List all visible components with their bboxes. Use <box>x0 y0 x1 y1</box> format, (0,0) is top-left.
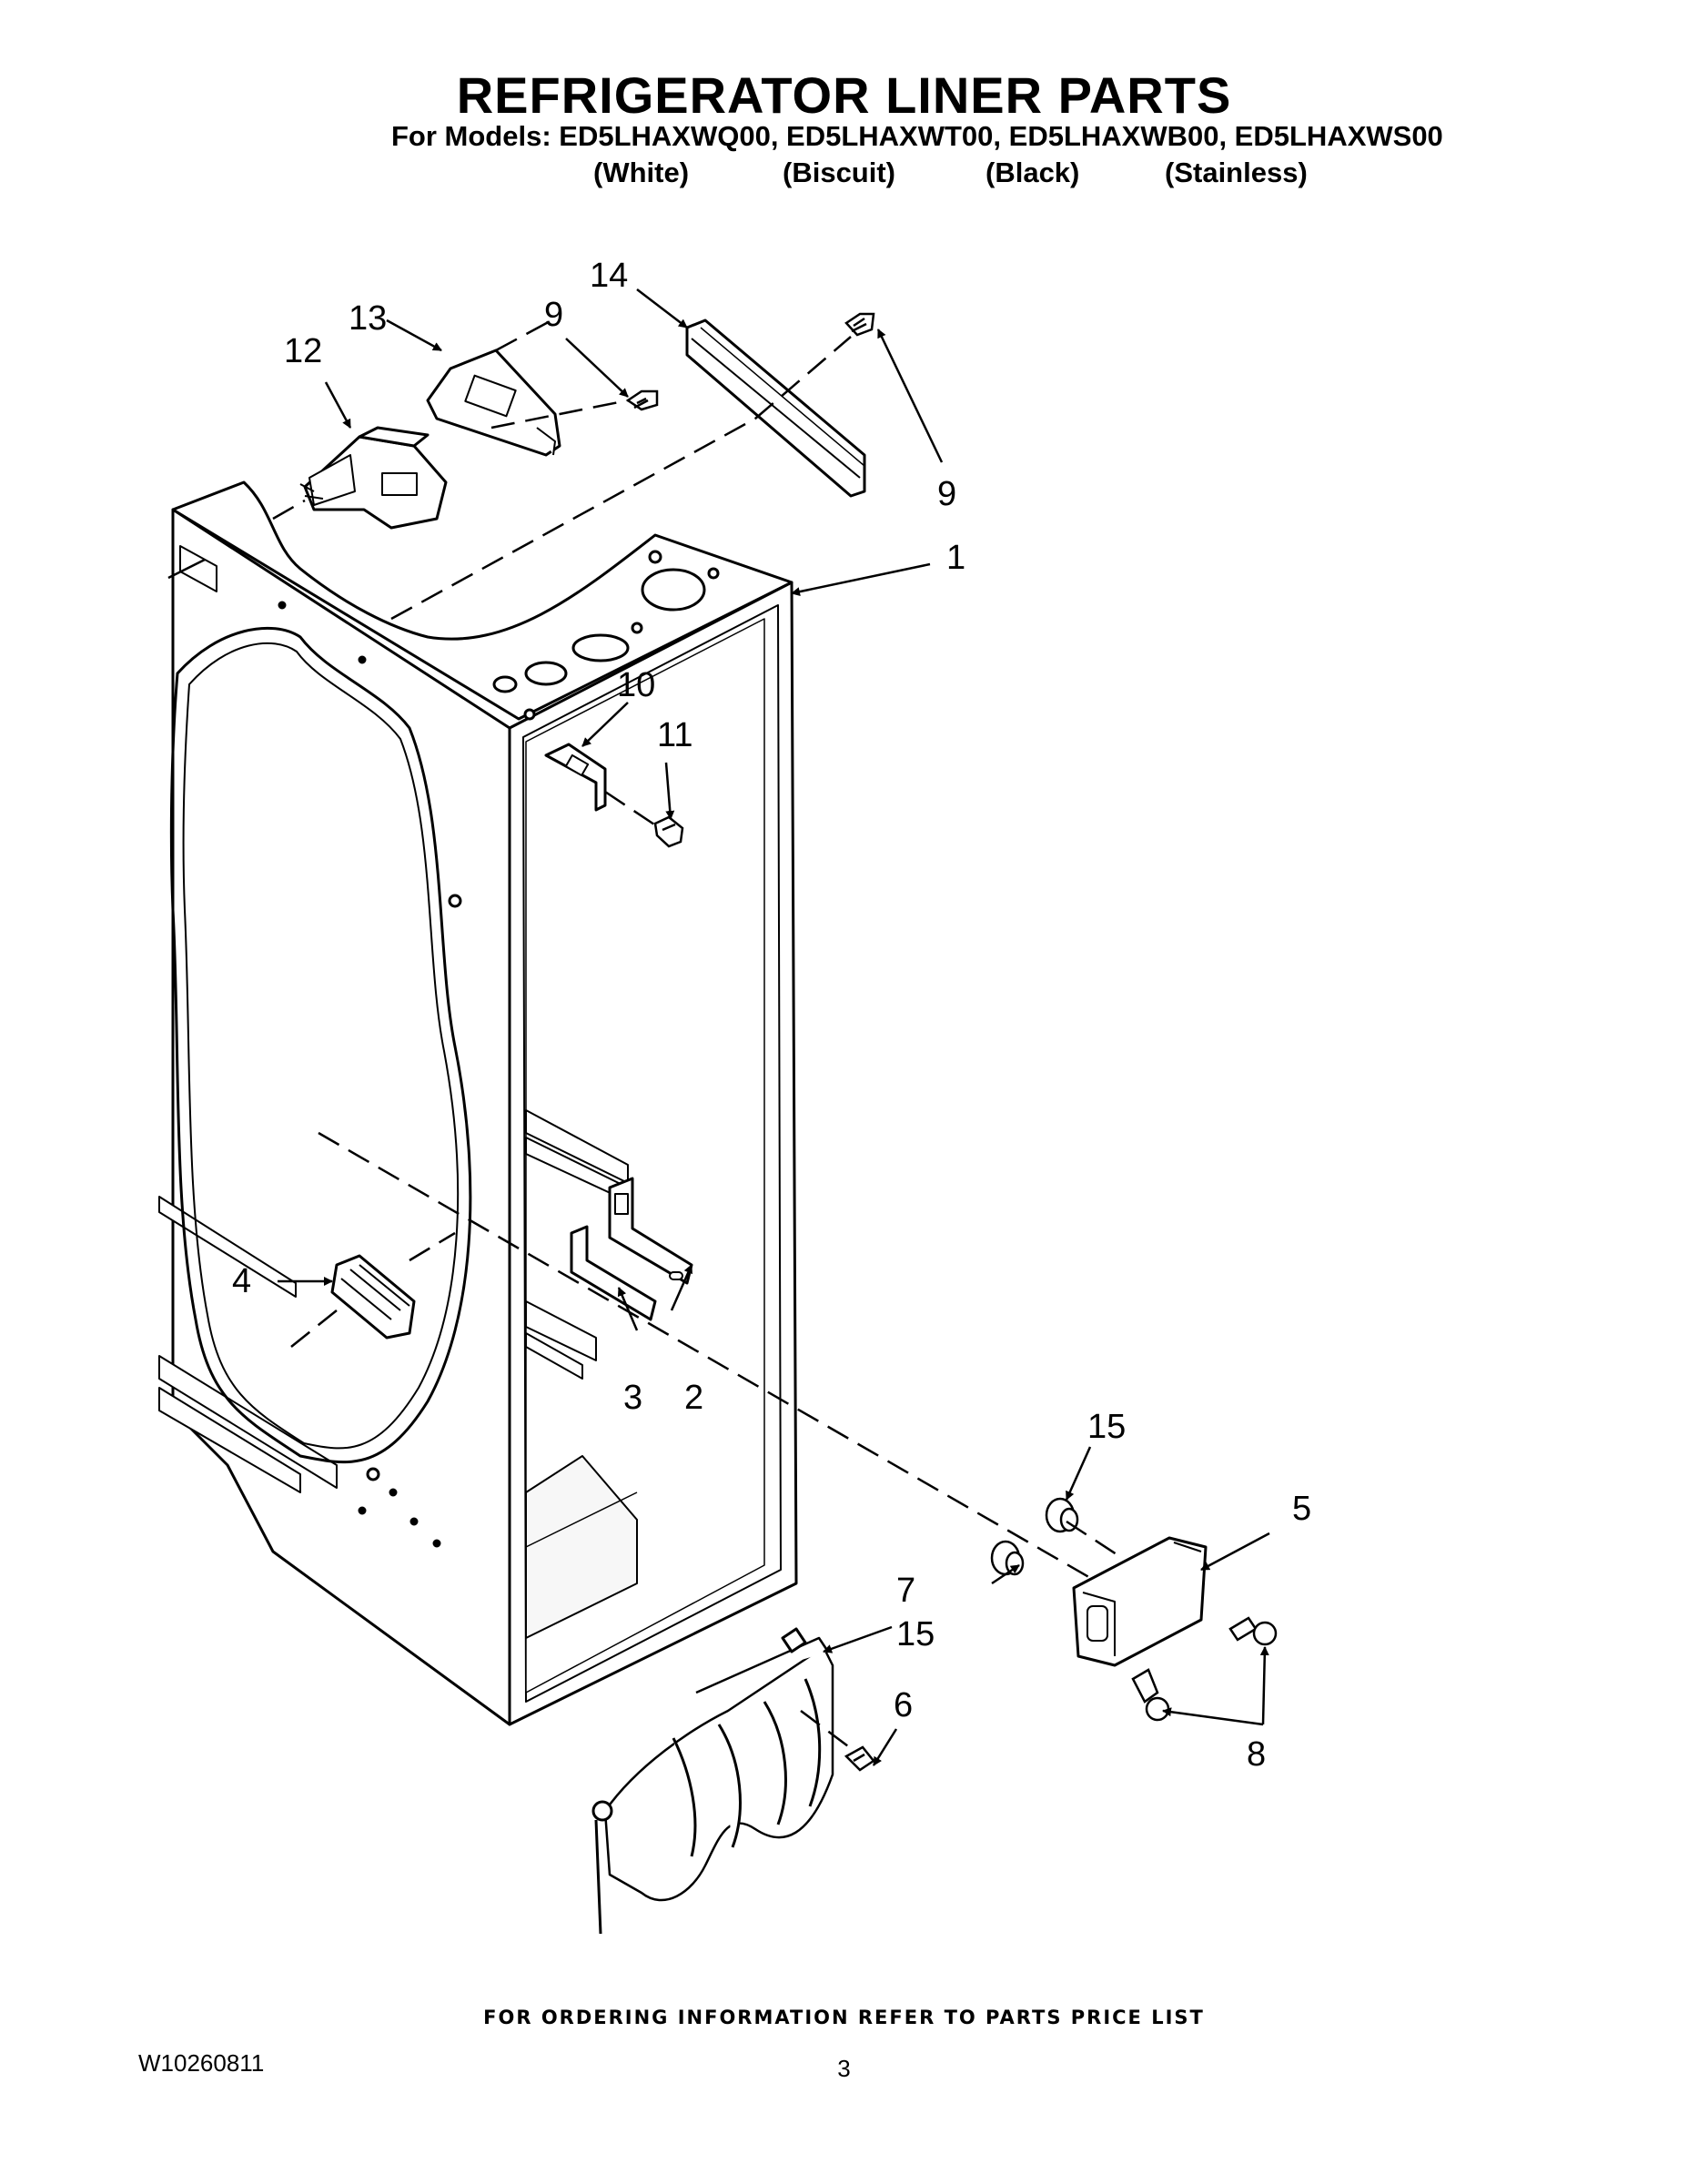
screw-6 <box>844 1745 875 1772</box>
callout-15a: 15 <box>1087 1408 1126 1446</box>
screw-9b <box>844 312 875 337</box>
page-number: 3 <box>837 2055 851 2082</box>
callout-9a: 9 <box>544 296 563 334</box>
color-white: (White) <box>593 157 690 188</box>
mounting-bracket <box>544 743 607 812</box>
color-stainless: (Stainless) <box>1165 157 1308 188</box>
callout-10: 10 <box>617 666 655 704</box>
callout-12: 12 <box>284 332 322 370</box>
air-vent <box>330 1254 416 1340</box>
callout-13: 13 <box>349 299 387 338</box>
callout-2: 2 <box>684 1379 703 1417</box>
color-biscuit: (Biscuit) <box>783 157 895 188</box>
ordering-note: FOR ORDERING INFORMATION REFER TO PARTS … <box>483 2007 1205 2028</box>
page-title: REFRIGERATOR LINER PARTS <box>456 66 1232 124</box>
refrigerator-liner <box>158 480 798 1726</box>
screw-9a <box>625 389 659 411</box>
screw-8b <box>1131 1668 1170 1722</box>
callout-14: 14 <box>590 257 628 295</box>
callout-9b: 9 <box>937 475 956 513</box>
color-black: (Black) <box>986 157 1080 188</box>
callout-numbers: 1 2 3 4 5 6 7 8 9 9 10 11 12 13 14 15 15 <box>232 257 1311 1774</box>
callout-4: 4 <box>232 1262 251 1300</box>
callout-8: 8 <box>1247 1735 1266 1774</box>
callout-5: 5 <box>1292 1490 1311 1528</box>
screw-8a <box>1228 1616 1278 1646</box>
fitting-15b <box>990 1540 1025 1576</box>
callout-3: 3 <box>623 1379 642 1417</box>
water-dispenser-housing <box>1072 1536 1208 1667</box>
callout-7: 7 <box>896 1572 915 1610</box>
shelf-bracket-3 <box>570 1225 657 1321</box>
heater-coil <box>591 1627 834 1935</box>
fitting-15a <box>1045 1497 1079 1533</box>
harness-lead <box>167 558 206 580</box>
document-number: W10260811 <box>138 2049 265 2077</box>
callout-arrows <box>278 288 1270 1766</box>
control-bracket <box>426 349 561 457</box>
top-rail <box>685 318 866 498</box>
callout-6: 6 <box>894 1686 913 1724</box>
assembly-lines <box>272 317 1120 1753</box>
callout-15b: 15 <box>896 1615 935 1653</box>
wire-harness <box>169 626 472 1464</box>
models-line: For Models: ED5LHAXWQ00, ED5LHAXWT00, ED… <box>391 120 1443 152</box>
callout-11: 11 <box>657 716 692 754</box>
callout-1: 1 <box>946 539 965 577</box>
control-housing <box>299 426 448 530</box>
